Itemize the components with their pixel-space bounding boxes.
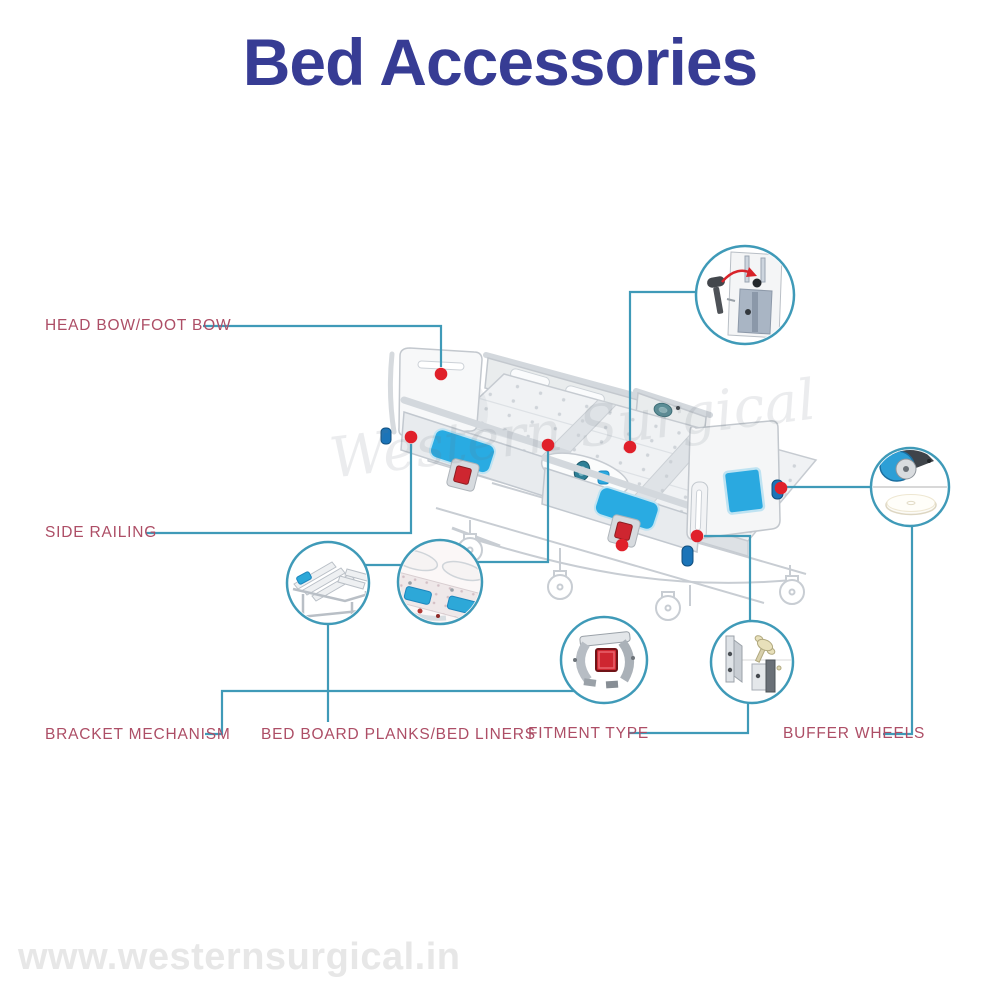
foot-bow-panel bbox=[686, 420, 781, 541]
label-bed-board: BED BOARD PLANKS/BED LINERS bbox=[261, 726, 536, 743]
footer-watermark: www.westernsurgical.in bbox=[18, 936, 461, 978]
callout-bracket-mechanism bbox=[561, 617, 647, 703]
label-buffer-wheels: BUFFER WHEELS bbox=[783, 725, 926, 742]
dot-side-railing bbox=[404, 430, 418, 444]
callout-bed-board-planks bbox=[398, 540, 482, 624]
side-rail-head bbox=[400, 396, 572, 504]
ring-bracket-mechanism bbox=[559, 615, 649, 705]
dot-pole-socket bbox=[623, 440, 637, 454]
callout-buffer-wheel bbox=[871, 448, 949, 526]
leader-side-railing bbox=[146, 444, 413, 535]
ring-recliner-frame bbox=[285, 540, 371, 626]
leader-buffer-wheels bbox=[883, 526, 914, 736]
ring-bed-board-planks bbox=[396, 538, 484, 626]
dot-bed-board bbox=[541, 438, 555, 452]
dot-head-bow bbox=[434, 367, 448, 381]
callout-recliner-frame bbox=[287, 542, 369, 624]
leader-lines bbox=[146, 290, 914, 736]
page-title: Bed Accessories bbox=[242, 25, 759, 99]
label-side-railing: SIDE RAILING bbox=[45, 524, 158, 541]
callout-fitment-hardware bbox=[711, 621, 793, 703]
leader-bracket-mechanism bbox=[205, 689, 574, 736]
dot-fitment bbox=[690, 529, 704, 543]
side-rail-foot bbox=[541, 454, 706, 553]
ring-buffer-wheel bbox=[869, 446, 951, 528]
callout-pole-socket bbox=[696, 246, 794, 344]
label-head-bow: HEAD BOW/FOOT BOW bbox=[45, 317, 232, 334]
leader-head-bow bbox=[203, 324, 443, 367]
label-fitment-type: FITMENT TYPE bbox=[528, 725, 649, 742]
leader-fitment-to-bed bbox=[704, 534, 752, 621]
ring-pole-socket bbox=[694, 244, 796, 346]
caster-brackets bbox=[446, 458, 641, 548]
label-bracket-mechanism: BRACKET MECHANISM bbox=[45, 726, 231, 743]
leader-fitment-type bbox=[628, 703, 750, 735]
leader-planks-to-bed bbox=[477, 451, 550, 564]
dot-buffer bbox=[774, 481, 788, 495]
marker-dots bbox=[404, 367, 788, 552]
ring-fitment-hardware bbox=[709, 619, 795, 705]
leader-pole-socket-to-bed bbox=[628, 290, 696, 441]
hospital-bed-illustration: Western Surgical bbox=[326, 347, 819, 621]
dot-bracket bbox=[615, 538, 629, 552]
callout-rings bbox=[285, 244, 951, 705]
